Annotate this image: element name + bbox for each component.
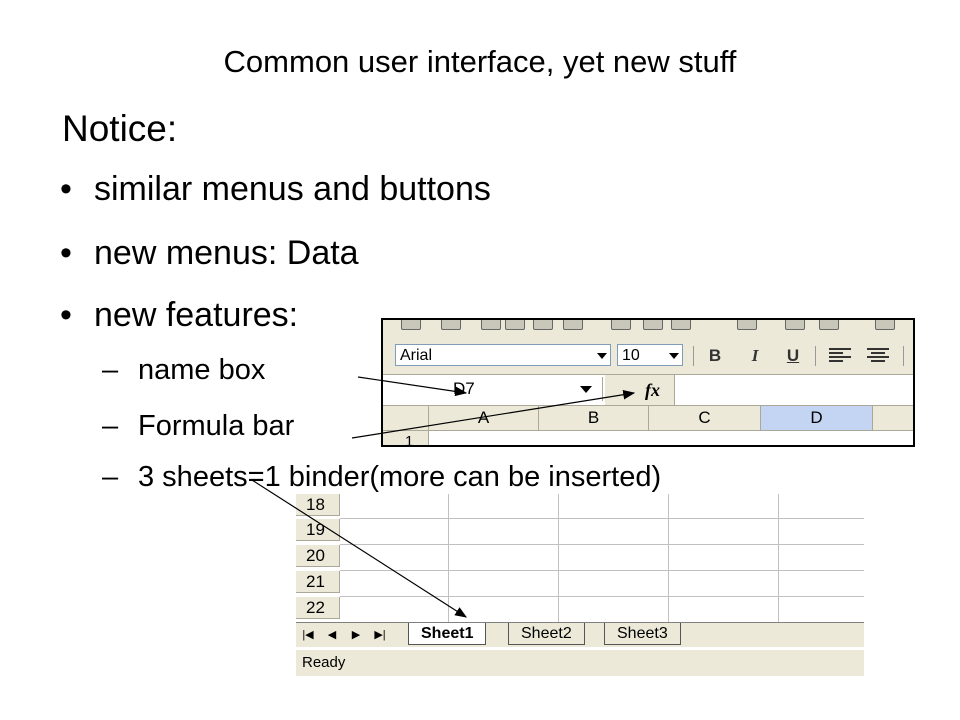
sheet-tab-bar: |◀ ◀ ▶ ▶| Sheet1 Sheet2 Sheet3: [296, 622, 864, 647]
toolbar-separator: [903, 346, 904, 366]
open-icon[interactable]: [441, 320, 461, 330]
status-bar: Ready: [296, 650, 864, 676]
toolbar-separator: [815, 346, 816, 366]
bullet-text: similar menus and buttons: [94, 170, 491, 208]
email-icon[interactable]: [533, 320, 553, 330]
prev-sheet-icon[interactable]: ◀: [327, 629, 337, 641]
column-header[interactable]: B: [539, 406, 649, 430]
sub-bullet-item: –Formula bar: [102, 410, 294, 443]
cut-icon[interactable]: [737, 320, 757, 330]
save-icon[interactable]: [481, 320, 501, 330]
gridline: [668, 494, 669, 622]
row-header[interactable]: 1: [383, 431, 429, 445]
excel-toolbar-screenshot: Arial 10 B I U D7 fx A B C D 1: [381, 318, 915, 447]
font-name-select[interactable]: Arial: [395, 344, 611, 366]
sub-bullet-dash: –: [102, 461, 119, 493]
status-text: Ready: [302, 654, 346, 671]
permission-icon[interactable]: [505, 320, 525, 330]
gridline: [778, 494, 779, 622]
select-all-corner[interactable]: [383, 406, 429, 430]
sub-bullet-dash: –: [102, 354, 119, 386]
bullet-text: new features:: [94, 296, 299, 334]
bold-button[interactable]: B: [708, 346, 722, 365]
row-header[interactable]: 22: [296, 597, 340, 619]
bullet-item: • similar menus and buttons: [60, 170, 491, 209]
row-header[interactable]: 21: [296, 571, 340, 593]
sub-bullet-dash: –: [102, 410, 119, 442]
research-icon[interactable]: [643, 320, 663, 330]
chevron-down-icon[interactable]: [580, 386, 592, 393]
gridline: [558, 494, 559, 622]
sheet-tab[interactable]: Sheet2: [508, 623, 585, 645]
cell-row[interactable]: [429, 431, 913, 445]
align-left-icon[interactable]: [829, 348, 851, 364]
sheet-tab[interactable]: Sheet3: [604, 623, 681, 645]
column-header-selected[interactable]: D: [761, 406, 873, 430]
font-name-value: Arial: [400, 347, 433, 364]
bullet-text: new menus: Data: [94, 234, 359, 272]
insert-function-button[interactable]: fx: [605, 375, 675, 405]
toolbar-separator: [693, 346, 694, 366]
arrow-name-box: [357, 376, 468, 397]
formula-bar: D7 fx: [383, 374, 913, 406]
gridline: [448, 494, 449, 622]
notice-heading: Notice:: [62, 108, 178, 149]
bullet-dot: •: [60, 170, 72, 208]
first-sheet-icon[interactable]: |◀: [302, 629, 314, 641]
font-size-select[interactable]: 10: [617, 344, 683, 366]
format-painter-icon[interactable]: [875, 320, 895, 330]
new-icon[interactable]: [401, 320, 421, 330]
arrow-formula-bar: [351, 389, 636, 439]
last-sheet-icon[interactable]: ▶|: [374, 629, 386, 641]
sub-bullet-text: Formula bar: [138, 410, 295, 442]
column-header[interactable]: C: [649, 406, 761, 430]
gridline: [340, 518, 864, 519]
sub-bullet-text: 3 sheets=1 binder(more can be inserted): [138, 461, 662, 493]
standard-toolbar: [383, 320, 913, 338]
row-header[interactable]: 19: [296, 519, 340, 541]
bullet-dot: •: [60, 234, 72, 272]
name-box[interactable]: D7: [383, 377, 603, 401]
arrow-sheet-tabs: [251, 479, 468, 618]
paste-icon[interactable]: [819, 320, 839, 330]
gridline: [340, 570, 864, 571]
excel-sheets-screenshot: 18 19 20 21 22 |◀ ◀ ▶ ▶| Sheet1 Sheet2 S…: [296, 494, 864, 676]
row-header[interactable]: 18: [296, 494, 340, 516]
formatting-toolbar: Arial 10 B I U: [383, 340, 913, 370]
copy-icon[interactable]: [785, 320, 805, 330]
italic-button[interactable]: I: [751, 346, 759, 365]
align-center-icon[interactable]: [867, 348, 889, 364]
spelling-icon[interactable]: [671, 320, 691, 330]
bullet-item: • new menus: Data: [60, 234, 359, 273]
print-preview-icon[interactable]: [563, 320, 583, 330]
column-header-row: A B C D: [383, 406, 913, 431]
sub-bullet-item: –3 sheets=1 binder(more can be inserted): [102, 461, 661, 494]
chevron-down-icon[interactable]: [597, 353, 607, 359]
underline-button[interactable]: U: [786, 346, 800, 365]
bullet-item: • new features:: [60, 296, 298, 335]
sub-bullet-item: –name box: [102, 354, 265, 387]
slide-title: Common user interface, yet new stuff: [223, 44, 737, 79]
sheet-tab-active[interactable]: Sheet1: [408, 623, 487, 645]
gridline: [340, 596, 864, 597]
gridline: [340, 544, 864, 545]
chevron-down-icon[interactable]: [669, 353, 679, 359]
row-header[interactable]: 20: [296, 545, 340, 567]
bullet-dot: •: [60, 296, 72, 334]
fx-icon: fx: [645, 380, 660, 400]
next-sheet-icon[interactable]: ▶: [351, 629, 361, 641]
font-size-value: 10: [622, 347, 640, 364]
print-icon[interactable]: [611, 320, 631, 330]
sub-bullet-text: name box: [138, 354, 266, 386]
